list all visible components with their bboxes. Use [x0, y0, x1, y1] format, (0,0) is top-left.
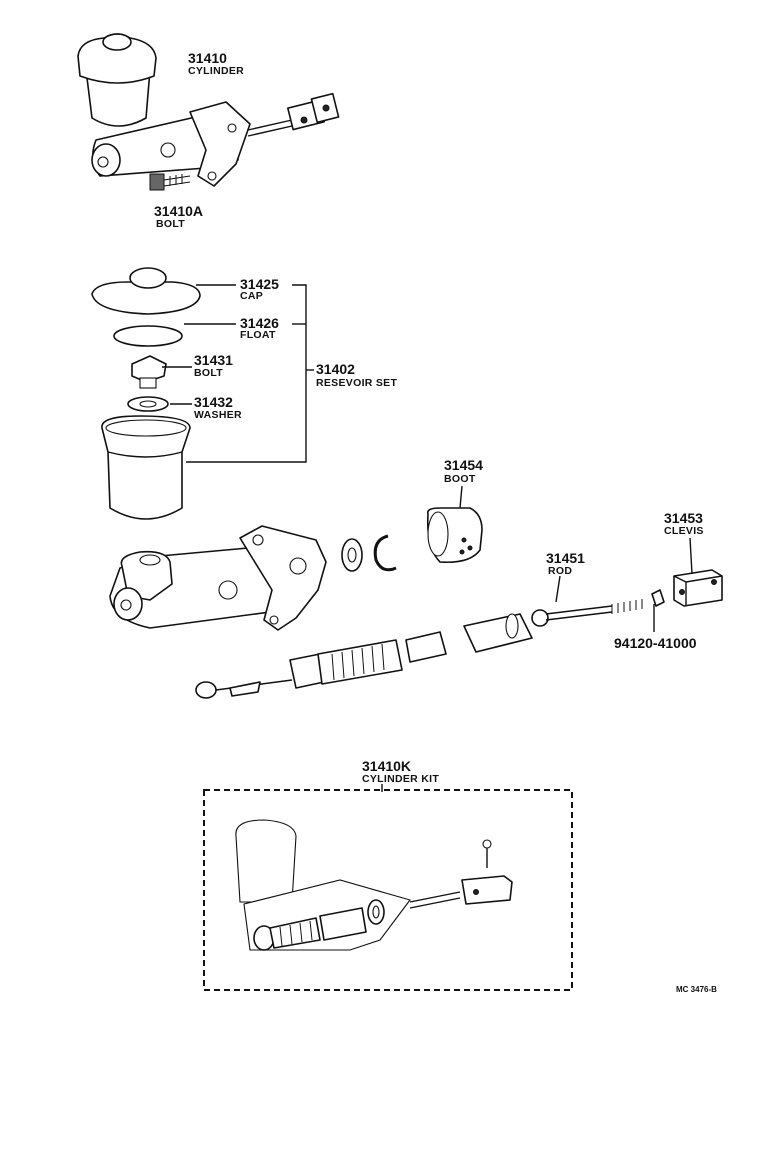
part-label-94120-41000: 94120-41000 — [614, 635, 697, 651]
exploded-cylinder-drawing — [109, 485, 723, 699]
part-number: 31451 — [546, 550, 585, 566]
part-label-31426: 31426 FLOAT — [240, 315, 279, 341]
cylinder-kit-box — [203, 784, 573, 991]
part-number: 31426 — [240, 315, 279, 331]
part-number: 31410A — [154, 203, 203, 219]
part-number: 31431 — [194, 352, 233, 368]
part-label-31454: 31454 BOOT — [444, 457, 483, 485]
part-name: FLOAT — [240, 329, 276, 341]
part-number: 94120-41000 — [614, 635, 697, 651]
part-number: 31454 — [444, 457, 483, 473]
part-label-31425: 31425 CAP — [240, 276, 279, 302]
part-label-31410k: 31410K CYLINDER KIT — [362, 758, 439, 785]
part-number: 31410 — [188, 50, 227, 66]
part-number: 31402 — [316, 361, 355, 377]
part-label-31410a: 31410A BOLT — [154, 203, 203, 230]
part-name: ROD — [548, 565, 572, 577]
part-name: CYLINDER KIT — [362, 773, 439, 785]
part-name: WASHER — [194, 409, 242, 421]
part-number: 31425 — [240, 276, 279, 292]
part-name: BOOT — [444, 473, 476, 485]
part-name: CYLINDER — [188, 65, 244, 77]
part-name: RESEVOIR SET — [316, 377, 397, 389]
cylinder-assembly-drawing — [77, 33, 340, 191]
part-name: CLEVIS — [664, 525, 704, 537]
part-number: 31410K — [362, 758, 411, 774]
part-label-31410: 31410 CYLINDER — [188, 50, 244, 77]
reservoir-parts-drawing — [91, 267, 201, 520]
part-name: BOLT — [194, 367, 223, 379]
part-number: 31453 — [664, 510, 703, 526]
part-label-31402: 31402 RESEVOIR SET — [316, 361, 397, 389]
part-label-31451: 31451 ROD — [546, 550, 585, 577]
cylinder-kit-drawing — [235, 819, 513, 951]
part-label-31431: 31431 BOLT — [194, 352, 233, 379]
diagram-code: MC 3476-B — [676, 985, 717, 994]
part-name: BOLT — [156, 218, 185, 230]
part-name: CAP — [240, 290, 263, 302]
part-label-31453: 31453 CLEVIS — [664, 510, 704, 537]
reservoir-set-bracket — [162, 284, 314, 463]
part-number: 31432 — [194, 394, 233, 410]
part-label-31432: 31432 WASHER — [194, 394, 242, 421]
